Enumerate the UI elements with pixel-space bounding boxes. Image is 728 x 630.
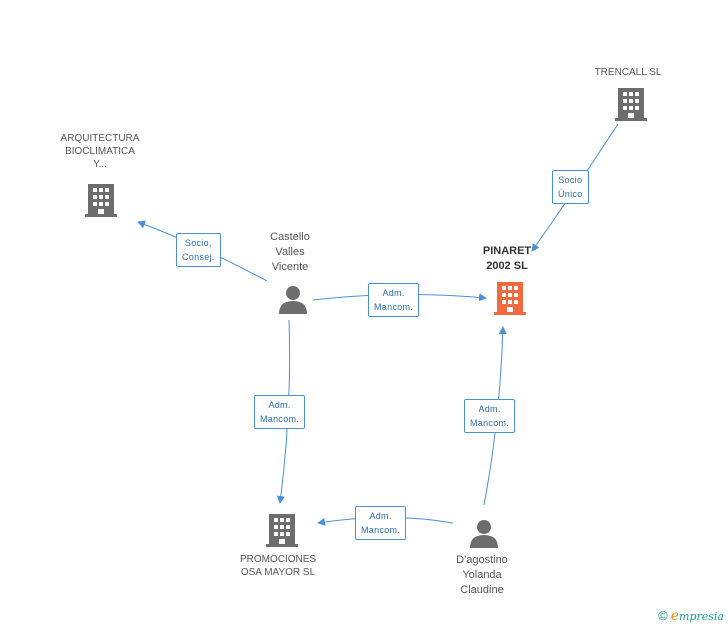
edge-label-adm-castello-pinaret[interactable]: Adm. Mancom. [368, 283, 420, 317]
node-label: ARQUITECTURA BIOCLIMATICA Y... [60, 133, 140, 170]
node-castello[interactable]: Castello Valles Vicente [250, 230, 330, 275]
edge-label-adm-dagostino-promociones[interactable]: Adm. Mancom. [355, 506, 407, 540]
edge-label-adm-castello-promociones[interactable]: Adm. Mancom. [254, 395, 306, 429]
copyright-icon: © [658, 608, 668, 623]
brand-text: mpresia [679, 610, 724, 623]
building-icon[interactable] [494, 280, 526, 316]
node-promociones[interactable]: PROMOCIONES OSA MAYOR SL [222, 553, 334, 579]
node-dagostino[interactable]: D'agostino Yolanda Claudine [436, 553, 528, 598]
empresia-logo: ©empresia [658, 608, 724, 624]
building-icon[interactable] [266, 512, 298, 548]
edge-label-adm-dagostino-pinaret[interactable]: Adm. Mancom. [464, 399, 516, 433]
node-label: Castello Valles Vicente [270, 231, 310, 273]
brand-e: e [670, 608, 680, 624]
node-label: PINARET 2002 SL [482, 245, 532, 272]
building-icon[interactable] [615, 86, 647, 122]
node-label: D'agostino Yolanda Claudine [456, 554, 508, 596]
node-label: PROMOCIONES OSA MAYOR SL [239, 554, 317, 578]
edge-label-socio-unico[interactable]: Socio Único [552, 170, 589, 204]
person-icon[interactable] [277, 284, 309, 314]
node-trencall[interactable]: TRENCALL SL [580, 66, 676, 79]
node-label: TRENCALL SL [594, 67, 662, 78]
edge-label-socio-consej[interactable]: Socio, Consej. [176, 233, 221, 267]
node-arquitectura[interactable]: ARQUITECTURA BIOCLIMATICA Y... [50, 132, 150, 171]
building-icon[interactable] [85, 182, 117, 218]
node-pinaret[interactable]: PINARET 2002 SL [465, 244, 549, 274]
person-icon[interactable] [468, 518, 500, 548]
